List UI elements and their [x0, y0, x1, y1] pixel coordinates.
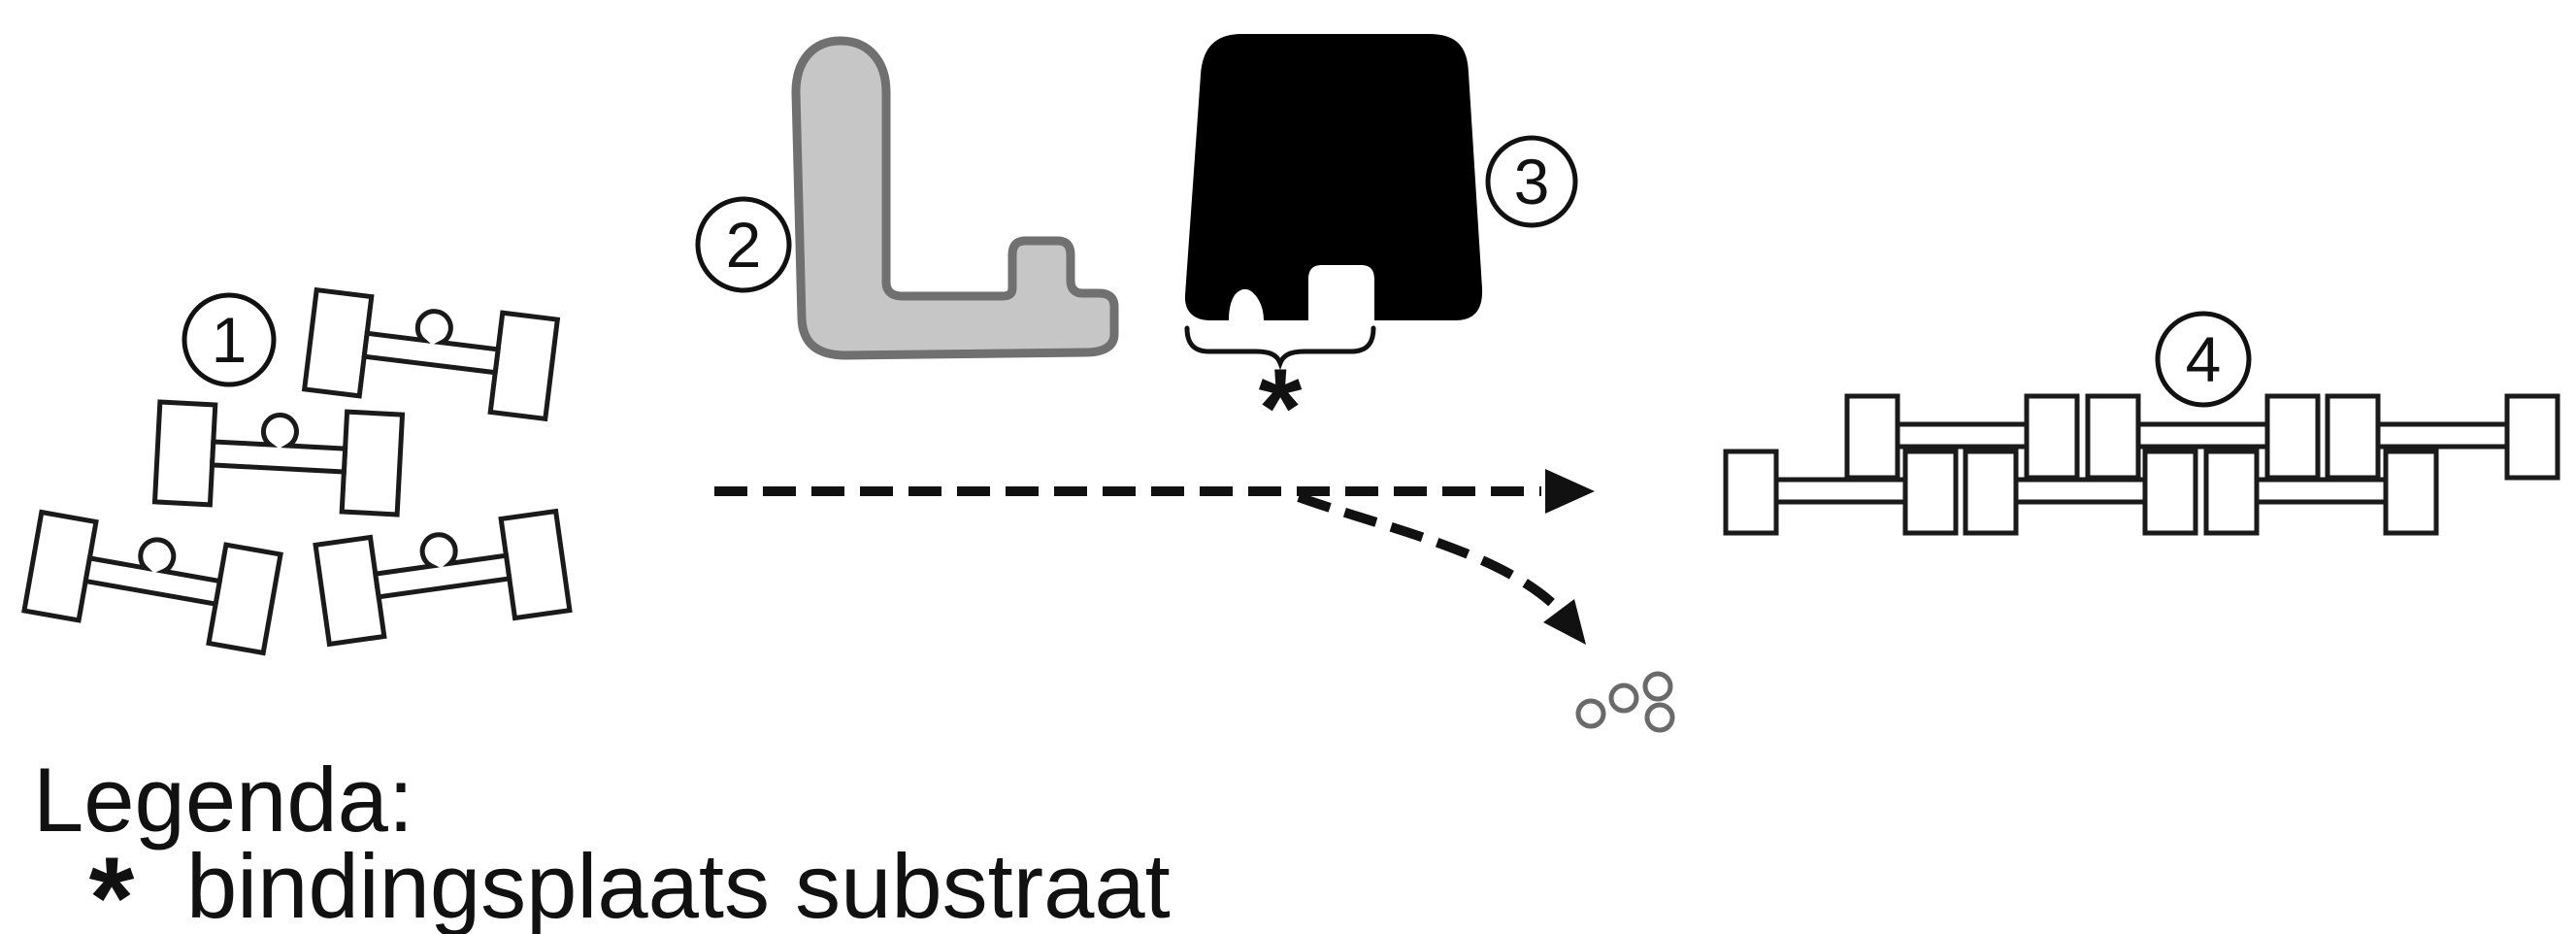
- legend: Legenda: * bindingsplaats substraat: [33, 749, 1171, 934]
- legend-title: Legenda:: [33, 749, 413, 851]
- legend-asterisk: *: [89, 833, 135, 934]
- label-4-text: 4: [2186, 323, 2222, 395]
- label-1-text: 1: [212, 304, 248, 376]
- substrate-monomers-group: [24, 290, 570, 653]
- label-circle-3: [1485, 135, 1578, 228]
- label-circle-1: [182, 292, 277, 387]
- enzyme-black-shape: [1184, 34, 1483, 320]
- polymer-unit: [2328, 396, 2558, 478]
- reaction-arrow: [714, 469, 1595, 514]
- polymer-unit: [1965, 451, 2196, 533]
- legend-entry-text: bindingsplaats substraat: [186, 835, 1171, 934]
- polymer-unit: [1847, 396, 2077, 478]
- monomer-shape: [315, 512, 570, 645]
- released-molecules: [1575, 671, 1675, 733]
- byproduct-arrow: [1297, 492, 1586, 645]
- polymer-unit: [2088, 396, 2318, 478]
- polymer-unit: [1726, 451, 1956, 533]
- enzyme-gray-shape: [791, 36, 1119, 360]
- binding-site-brace: [1184, 325, 1376, 371]
- polymer-unit: [2206, 451, 2436, 533]
- polymer-group: [1726, 396, 2558, 533]
- binding-site-asterisk: *: [1259, 347, 1303, 471]
- monomer-shape: [305, 290, 558, 419]
- monomer-shape: [154, 402, 402, 515]
- label-2-text: 2: [726, 209, 762, 281]
- monomer-shape: [24, 513, 281, 653]
- label-circle-4: [2155, 311, 2252, 408]
- label-3-text: 3: [1514, 146, 1550, 217]
- label-circle-2: [695, 196, 792, 293]
